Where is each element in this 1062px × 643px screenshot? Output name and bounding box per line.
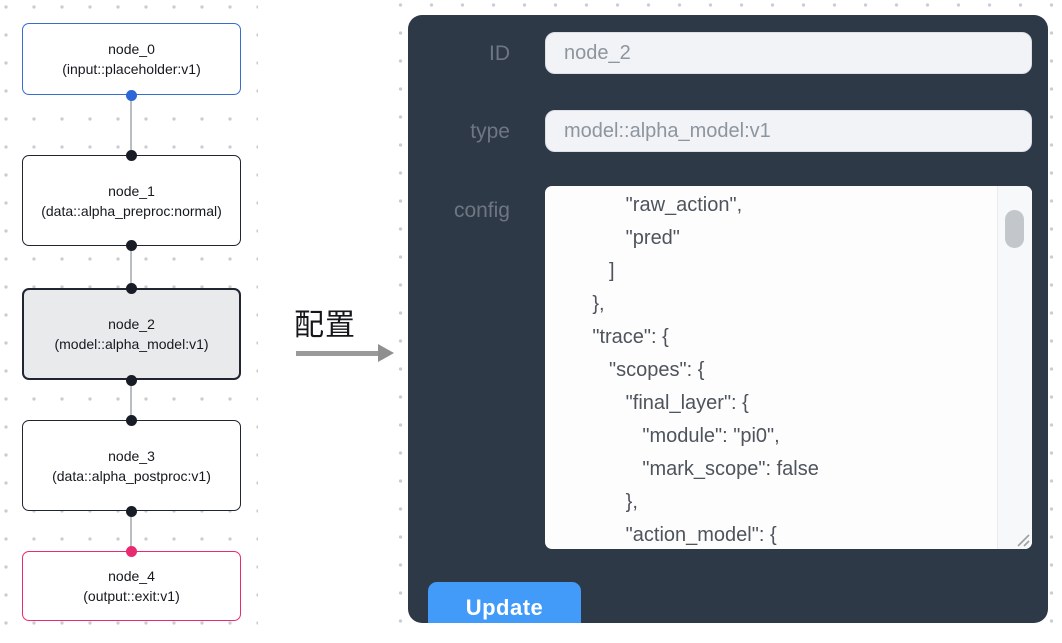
config-json-text[interactable]: "raw_action", "pred" ] }, "trace": { "sc…: [592, 194, 819, 546]
node-3[interactable]: node_3 (data::alpha_postproc:v1): [22, 420, 241, 511]
scrollbar[interactable]: [997, 186, 1032, 549]
node-0-title: node_0: [108, 41, 155, 57]
edge-node1-node2: [130, 245, 132, 289]
scrollbar-thumb[interactable]: [1005, 210, 1024, 248]
node-2-subtitle: (model::alpha_model:v1): [54, 336, 209, 352]
config-field-label: config: [453, 199, 510, 222]
node-2-input-port[interactable]: [126, 283, 137, 294]
config-panel-canvas: ID type config "raw_action", "pred" ] },…: [395, 0, 1062, 643]
node-1-subtitle: (data::alpha_preproc:normal): [41, 202, 222, 219]
node-3-subtitle: (data::alpha_postproc:v1): [52, 467, 211, 484]
node-1-title: node_1: [108, 182, 155, 199]
node-config-panel: ID type config "raw_action", "pred" ] },…: [408, 15, 1048, 623]
node-3-output-port[interactable]: [126, 506, 137, 517]
node-0[interactable]: node_0 (input::placeholder:v1): [22, 23, 241, 95]
edge-node3-node4: [130, 511, 132, 552]
resize-handle-icon[interactable]: [1014, 531, 1030, 547]
node-2-title: node_2: [108, 316, 155, 332]
node-editor-canvas[interactable]: node_0 (input::placeholder:v1) node_1 (d…: [0, 0, 258, 643]
id-field-label: ID: [489, 42, 510, 65]
node-4-subtitle: (output::exit:v1): [83, 588, 180, 604]
node-1[interactable]: node_1 (data::alpha_preproc:normal): [22, 155, 241, 246]
edge-node2-node3: [130, 380, 132, 421]
update-button[interactable]: Update: [428, 582, 581, 623]
type-input[interactable]: [545, 110, 1032, 152]
config-annotation-label: 配置: [294, 309, 356, 342]
node-3-title: node_3: [108, 447, 155, 464]
node-3-input-port[interactable]: [126, 415, 137, 426]
id-input[interactable]: [545, 32, 1032, 74]
node-2[interactable]: node_2 (model::alpha_model:v1): [22, 288, 241, 380]
node-1-input-port[interactable]: [126, 150, 137, 161]
edge-node0-node1: [130, 95, 132, 156]
node-4[interactable]: node_4 (output::exit:v1): [22, 551, 241, 621]
node-2-output-port[interactable]: [126, 375, 137, 386]
node-0-output-port[interactable]: [126, 90, 137, 101]
node-4-title: node_4: [108, 568, 155, 584]
node-4-input-port[interactable]: [126, 546, 137, 557]
config-textarea[interactable]: "raw_action", "pred" ] }, "trace": { "sc…: [545, 186, 1032, 549]
type-field-label: type: [470, 120, 510, 143]
node-1-output-port[interactable]: [126, 240, 137, 251]
node-0-subtitle: (input::placeholder:v1): [62, 61, 201, 77]
config-annotation: 配置: [294, 300, 404, 362]
